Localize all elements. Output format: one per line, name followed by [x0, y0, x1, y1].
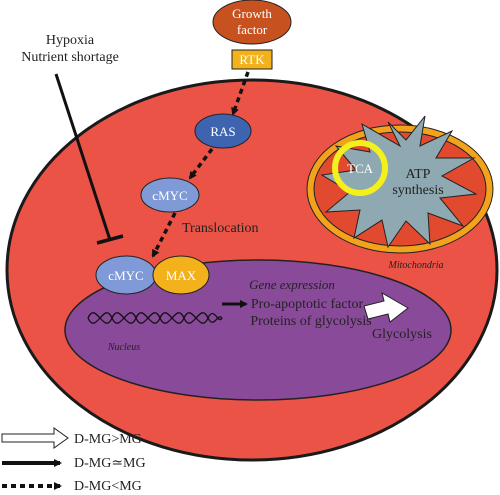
- growth-factor: [212, 0, 292, 45]
- ras-to-cmyc-arrow: [188, 147, 214, 180]
- legend-item-open-label: D-MG>MG: [74, 432, 142, 447]
- ras-label: RAS: [210, 124, 235, 139]
- translocation-label: Translocation: [182, 221, 258, 236]
- growth-factor-label-line2: factor: [237, 22, 268, 37]
- cmyc-cytoplasm-label: cMYC: [152, 188, 187, 203]
- mitochondrion: TCA ATP synthesis Mitochondria: [306, 115, 494, 271]
- legend-open-arrow-icon: [1, 427, 69, 449]
- inhibition-bar: [96, 234, 124, 245]
- hypoxia-label: Hypoxia: [46, 33, 95, 48]
- pro-apoptotic-label: Pro-apoptotic factor: [251, 297, 364, 312]
- nucleus: [64, 259, 452, 401]
- atp-label-line1: ATP: [406, 167, 431, 182]
- cmyc-cytoplasm-node: [140, 177, 200, 213]
- proteins-glycolysis-label: Proteins of glycolysis: [250, 314, 371, 329]
- nutrient-shortage-label: Nutrient shortage: [21, 50, 119, 65]
- dna-strands: [87, 312, 223, 324]
- atp-label-line2: synthesis: [392, 183, 443, 198]
- rtk-label: RTK: [239, 52, 265, 67]
- rtk-receptor: [231, 49, 273, 70]
- legend-item-solid-label: D-MG≃MG: [74, 456, 146, 471]
- glycolysis-label: Glycolysis: [372, 327, 432, 342]
- mitochondrion-cristae: [320, 115, 478, 249]
- rtk-to-ras-arrow: [231, 71, 250, 116]
- legend-item-dashed-label: D-MG<MG: [74, 479, 142, 494]
- hypoxia-inhibition-line: [54, 73, 112, 241]
- ras-node: [194, 113, 252, 149]
- tca-cycle-ring: [332, 140, 388, 196]
- translocation-arrow: [151, 212, 177, 258]
- growth-factor-label-line1: Growth: [232, 6, 272, 21]
- cmyc-nucleus-label: cMYC: [108, 268, 143, 283]
- max-label: MAX: [166, 268, 197, 283]
- nucleus-label: Nucleus: [107, 342, 140, 353]
- gene-expression-label: Gene expression: [249, 277, 335, 292]
- max-node: [152, 255, 210, 295]
- legend: D-MG>MG D-MG≃MG D-MG<MG: [1, 427, 146, 494]
- glycolysis-open-arrow: [363, 291, 409, 323]
- tca-label: TCA: [347, 161, 374, 176]
- mitochondria-label: Mitochondria: [388, 260, 444, 271]
